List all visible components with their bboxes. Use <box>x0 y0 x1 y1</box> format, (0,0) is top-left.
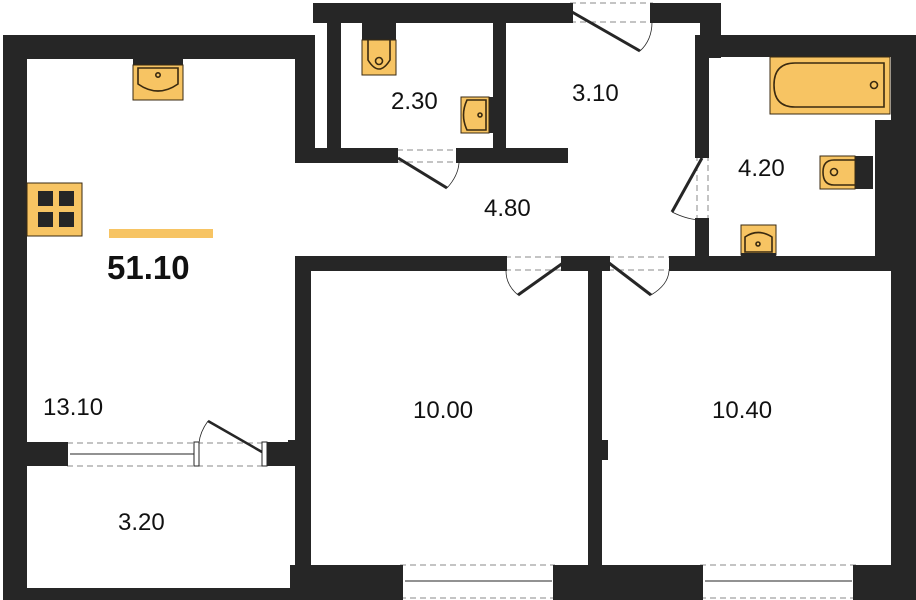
walls <box>3 3 916 600</box>
toilet-icon <box>819 155 873 190</box>
windows <box>398 564 858 600</box>
stove-icon <box>26 182 83 237</box>
room-area-toilet: 2.30 <box>391 88 438 115</box>
room-area-bedroom-1: 10.00 <box>413 397 474 424</box>
room-area-hall-entry: 3.10 <box>572 80 619 107</box>
room-area-corridor: 4.80 <box>484 195 531 222</box>
total-area-accent-bar <box>109 229 213 238</box>
room-area-kitchen-living: 13.10 <box>43 394 104 421</box>
kitchen-sink-icon <box>132 59 184 101</box>
bathtub-icon <box>769 56 891 115</box>
room-area-bathroom: 4.20 <box>738 155 785 182</box>
room-area-balcony: 3.20 <box>118 509 165 536</box>
total-area: 51.10 <box>107 249 190 286</box>
doors <box>63 2 709 467</box>
room-area-bedroom-2: 10.40 <box>712 397 773 424</box>
wash-basin-icon <box>460 96 493 134</box>
toilet-icon <box>361 23 397 76</box>
wash-basin-icon <box>740 224 777 257</box>
